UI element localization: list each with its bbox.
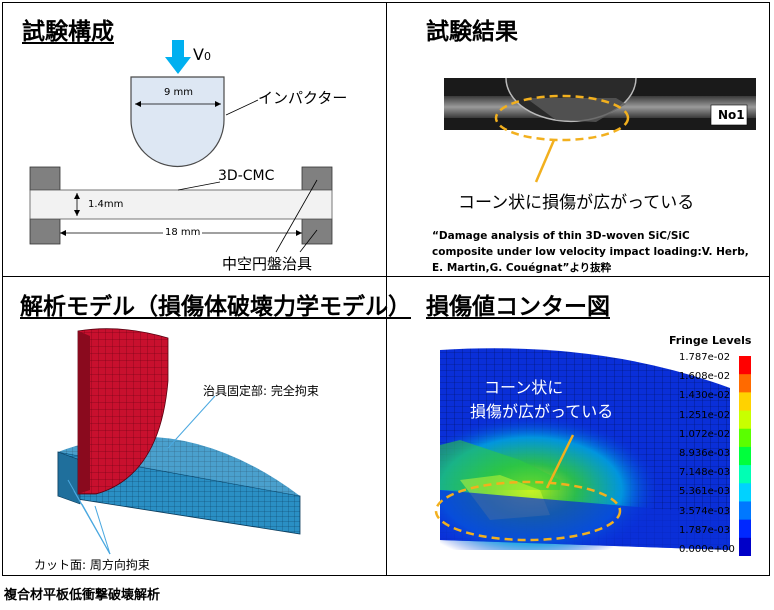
column-divider bbox=[386, 2, 387, 576]
legend-title: Fringe Levels bbox=[669, 334, 752, 347]
color-legend-bar bbox=[739, 356, 751, 556]
test-setup-diagram bbox=[29, 40, 333, 253]
damage-contour-render bbox=[434, 348, 730, 550]
contour-annotation-line2: 損傷が広がっている bbox=[470, 402, 614, 421]
legend-value: 1.072e-02 bbox=[679, 428, 731, 440]
impactor-shape bbox=[130, 76, 225, 168]
sample-tag-box bbox=[710, 104, 748, 126]
fixture-block-right-lower bbox=[301, 218, 333, 245]
analysis-model-title: 解析モデル（損傷体破壊力学モデル） bbox=[20, 294, 411, 320]
analysis-model-render bbox=[57, 328, 301, 555]
legend-value: 8.936e-03 bbox=[679, 448, 731, 459]
legend-swatch bbox=[739, 446, 751, 466]
legend-swatch bbox=[739, 356, 751, 375]
damage-highlight-ellipse bbox=[494, 94, 630, 142]
sample-tag: No1 bbox=[718, 108, 745, 122]
legend-value: 1.787e-02 bbox=[679, 352, 731, 363]
specimen-plate bbox=[29, 189, 333, 220]
legend-swatch bbox=[739, 465, 751, 484]
figure-caption: 複合材平板低衝撃破壊解析 bbox=[4, 588, 161, 603]
legend-value: 1.430e-02 bbox=[679, 390, 731, 402]
cut-constraint-label: カット面: 周方向拘束 bbox=[34, 558, 150, 572]
test-setup-title: 試験構成 bbox=[22, 19, 114, 45]
legend-value: 0.000e+00 bbox=[679, 544, 735, 555]
legend-swatch bbox=[739, 374, 751, 393]
impactor-width-label: 9 mm bbox=[164, 87, 194, 98]
span-label: 18 mm bbox=[163, 227, 203, 238]
fixture-block-left bbox=[29, 166, 61, 191]
test-result-title: 試験結果 bbox=[426, 19, 518, 45]
fixture-block-right bbox=[301, 166, 333, 191]
legend-swatch bbox=[739, 392, 751, 412]
citation-line: composite under low velocity impact load… bbox=[432, 246, 749, 258]
legend-swatch bbox=[739, 519, 751, 539]
legend-value: 1.608e-02 bbox=[679, 371, 731, 383]
citation-line: “Damage analysis of thin 3D-woven SiC/Si… bbox=[432, 230, 690, 242]
velocity-label: V0 bbox=[193, 45, 211, 64]
citation: “Damage analysis of thin 3D-woven SiC/Si… bbox=[432, 228, 762, 276]
fixture-label: 中空円盤治具 bbox=[222, 255, 313, 273]
test-result-photo bbox=[444, 77, 756, 183]
legend-swatch bbox=[739, 483, 751, 502]
impactor-label: インパクター bbox=[258, 89, 348, 107]
test-result-annotation: コーン状に損傷が広がっている bbox=[458, 193, 695, 213]
legend-value: 1.251e-02 bbox=[679, 409, 731, 421]
impactor-mesh bbox=[77, 328, 169, 495]
velocity-arrow-icon bbox=[165, 40, 191, 74]
contour-annotation-leader bbox=[545, 434, 575, 489]
fixture-block-left-lower bbox=[29, 218, 61, 245]
fixed-constraint-label: 治具固定部: 完全拘束 bbox=[203, 384, 319, 398]
specimen-label: 3D-CMC bbox=[218, 168, 275, 184]
annotation-leader bbox=[534, 139, 556, 183]
legend-value: 1.787e-03 bbox=[679, 524, 731, 536]
legend-swatch bbox=[739, 501, 751, 521]
contour-annotation-line1: コーン状に bbox=[484, 378, 564, 397]
damage-highlight-ellipse-contour bbox=[434, 480, 622, 542]
legend-value: 3.574e-03 bbox=[679, 505, 731, 517]
legend-value: 7.148e-03 bbox=[679, 467, 731, 479]
citation-line: E. Martin,G. Couégnat”より抜粋 bbox=[432, 262, 612, 274]
legend-swatch bbox=[739, 410, 751, 430]
damage-contour-title: 損傷値コンター図 bbox=[426, 294, 610, 320]
legend-swatch bbox=[739, 537, 751, 556]
legend-value: 5.361e-03 bbox=[679, 486, 731, 498]
thickness-label: 1.4mm bbox=[88, 199, 124, 210]
legend-swatch bbox=[739, 428, 751, 448]
